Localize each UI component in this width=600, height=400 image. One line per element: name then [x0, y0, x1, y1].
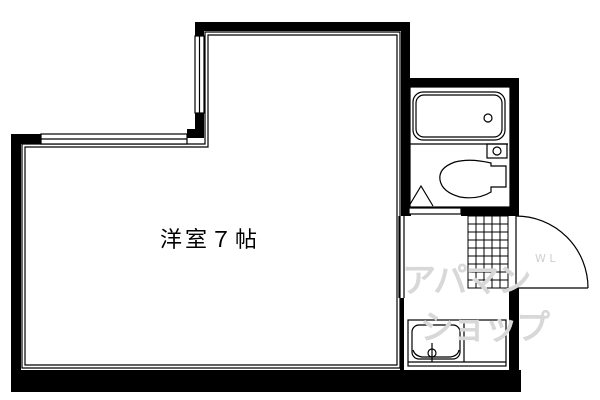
interior-lines [21, 31, 405, 369]
exterior-walls [11, 22, 521, 392]
kitchen [407, 319, 507, 367]
toilet-icon [439, 159, 507, 199]
floor-drain-icon [408, 184, 434, 207]
room-label-western-room: 洋室７帖 [160, 228, 261, 253]
kitchen-sink-icon [411, 324, 461, 362]
bathroom [406, 83, 514, 215]
entrance-tile-floor [467, 215, 509, 289]
entrance-door [515, 215, 589, 289]
washbasin-icon [486, 143, 508, 159]
window-top-left [40, 133, 188, 145]
bathtub-icon [410, 91, 508, 145]
window-upper-left [194, 35, 205, 114]
